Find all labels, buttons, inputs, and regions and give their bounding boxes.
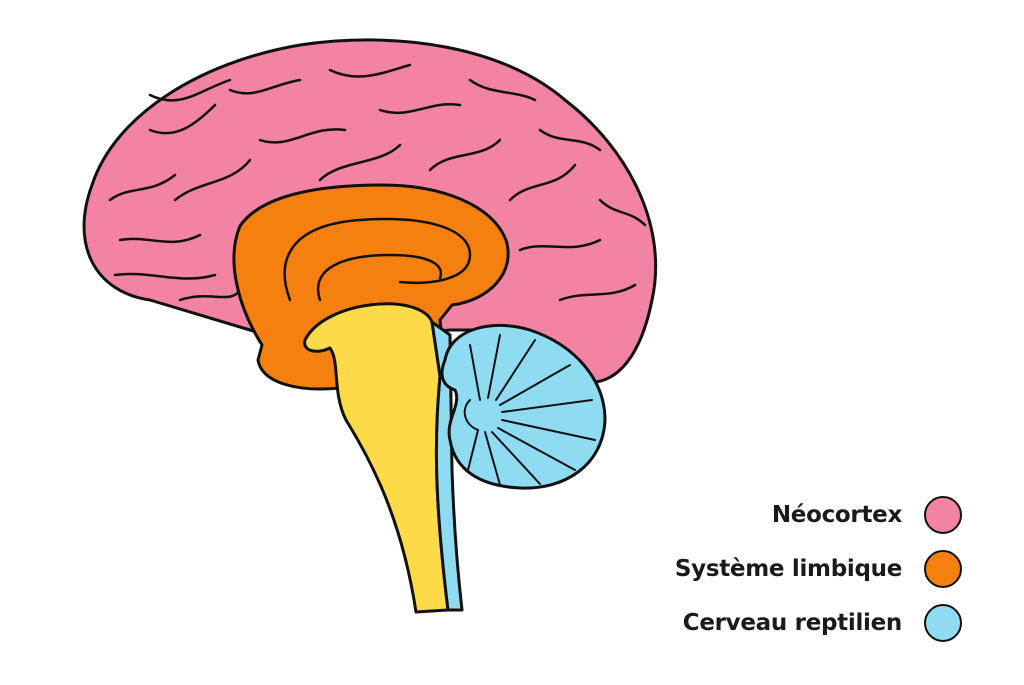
brainstem-strip [430,320,464,612]
legend-swatch [924,550,962,588]
cortex-folds [108,63,647,302]
legend-label: Système limbique [674,556,902,582]
legend-swatch [924,604,962,642]
legend-item-reptilian: Cerveau reptilien [675,596,962,650]
cerebellum [440,323,607,490]
legend-label: Néocortex [771,502,902,528]
legend-item-limbic: Système limbique [675,542,962,596]
legend: Néocortex Système limbique Cerveau repti… [675,488,962,650]
cerebellum-folds [463,334,596,486]
legend-item-neocortex: Néocortex [675,488,962,542]
brainstem [303,302,450,614]
limbic-folds [283,217,472,302]
legend-label: Cerveau reptilien [682,610,903,636]
legend-swatch [924,496,962,534]
